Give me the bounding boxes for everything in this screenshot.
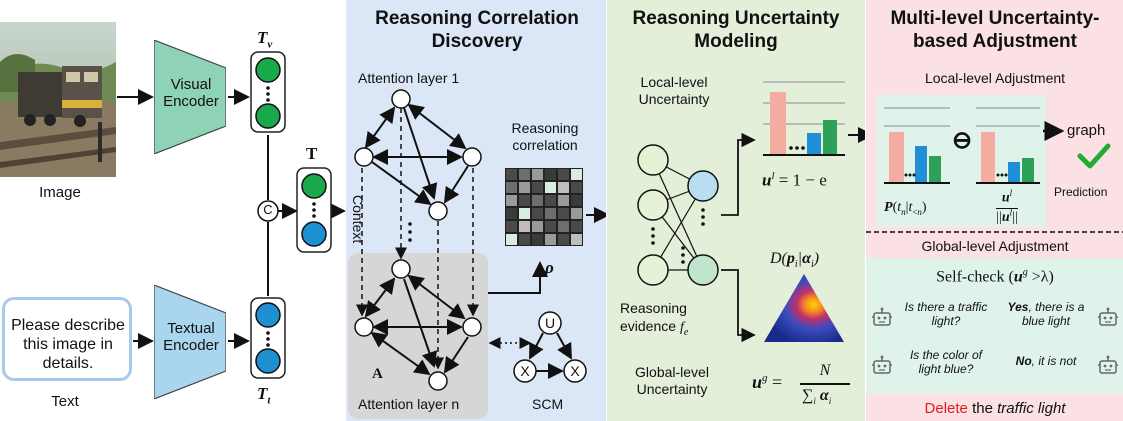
t-label: T xyxy=(306,144,318,163)
matrix-cell xyxy=(571,221,582,232)
ul-normalized-formula: ul ||ul|| xyxy=(996,188,1018,225)
input-image xyxy=(0,22,116,177)
dirichlet-label: D(pi|αi) xyxy=(770,250,820,271)
evidence-network xyxy=(637,81,865,343)
visual-encoder-label: Visual Encoder xyxy=(163,76,219,111)
matrix-cell xyxy=(545,208,556,219)
matrix-cell xyxy=(571,234,582,245)
matrix-cell xyxy=(506,195,517,206)
scm-label: SCM xyxy=(532,396,564,412)
matrix-cell xyxy=(545,182,556,193)
attention-layer-1-label: Attention layer 1 xyxy=(358,70,460,86)
textual-encoder xyxy=(154,285,226,399)
robot-icon xyxy=(872,355,892,374)
ug-formula: ug = xyxy=(752,372,783,392)
matrix-cell xyxy=(532,221,543,232)
matrix-cell xyxy=(558,221,569,232)
visual-encoder xyxy=(154,40,226,154)
matrix-cell xyxy=(506,169,517,180)
matrix-cell xyxy=(532,182,543,193)
matrix-cell xyxy=(558,195,569,206)
matrix-cell xyxy=(519,195,530,206)
robot-icon xyxy=(1098,355,1118,374)
matrix-cell xyxy=(558,234,569,245)
delete-result: Delete the traffic light xyxy=(924,400,1066,417)
tv-label: Tv xyxy=(257,28,273,51)
matrix-cell xyxy=(545,221,556,232)
discovery-title: Reasoning Correlation Discovery xyxy=(375,8,579,52)
graph-token: graph xyxy=(1067,122,1106,139)
global-uncertainty-label: Global-level Uncertainty xyxy=(635,364,709,397)
matrix-cell xyxy=(506,208,517,219)
text-label: Text xyxy=(51,393,79,410)
matrix-cell xyxy=(571,182,582,193)
global-adjustment-label: Global-level Adjustment xyxy=(921,238,1069,254)
question-1: Is there a traffic light? xyxy=(904,300,988,329)
reasoning-correlation-label: Reasoning correlation xyxy=(511,120,579,153)
matrix-cell xyxy=(519,169,530,180)
attention-graph xyxy=(354,89,606,391)
tt-label: Tt xyxy=(257,384,271,407)
local-uncertainty-label: Local-level Uncertainty xyxy=(638,74,710,107)
ug-formula-denominator: ∑i αi xyxy=(802,387,832,407)
matrix-cell xyxy=(571,169,582,180)
scm-node-u: U xyxy=(544,315,556,331)
ug-formula-numerator: N xyxy=(819,362,831,379)
prediction-label: Prediction xyxy=(1054,185,1108,199)
textual-encoder-label: Textual Encoder xyxy=(163,320,219,355)
attention-layer-n-label: Attention layer n xyxy=(358,396,460,412)
matrix-cell xyxy=(532,195,543,206)
matrix-cell xyxy=(506,221,517,232)
answer-1: Yes, there is a blue light xyxy=(1007,300,1085,329)
matrix-cell xyxy=(532,234,543,245)
prompt-text: Please describe this image in details. xyxy=(11,317,125,372)
matrix-cell xyxy=(571,195,582,206)
rho-label: ρ xyxy=(545,258,554,277)
robot-icon xyxy=(872,307,892,326)
adjust-title: Multi-level Uncertainty-based Adjustment xyxy=(890,8,1100,52)
local-adjustment-label: Local-level Adjustment xyxy=(924,70,1066,86)
prompt-text-box xyxy=(2,297,132,381)
matrix-cell xyxy=(506,234,517,245)
ug-fraction-bar xyxy=(800,383,850,385)
matrix-cell xyxy=(545,234,556,245)
local-adjust-graphic xyxy=(866,107,1123,233)
matrix-cell xyxy=(519,221,530,232)
self-check-box xyxy=(866,258,1123,394)
robot-icon xyxy=(1098,307,1118,326)
local-adjust-box xyxy=(876,95,1046,227)
matrix-cell xyxy=(558,208,569,219)
matrix-cell xyxy=(545,169,556,180)
question-2: Is the color of light blue? xyxy=(909,348,983,377)
matrix-cell xyxy=(519,182,530,193)
concat-symbol: C xyxy=(263,202,273,217)
image-label: Image xyxy=(39,184,81,201)
self-check-label: Self-check (ug >λ) xyxy=(936,267,1054,286)
matrix-cell xyxy=(519,208,530,219)
matrix-cell xyxy=(558,169,569,180)
answer-2: No, it is not xyxy=(1015,354,1077,368)
p-formula: P(tn|t<n) xyxy=(884,200,927,217)
matrix-cell xyxy=(571,208,582,219)
scm-node-x2: X xyxy=(570,363,580,379)
matrix-cell xyxy=(506,182,517,193)
input-connectors xyxy=(117,51,346,379)
matrix-cell xyxy=(532,169,543,180)
matrix-cell xyxy=(545,195,556,206)
minus-operator: ⊖ xyxy=(952,127,973,154)
matrix-cell xyxy=(532,208,543,219)
correlation-matrix xyxy=(505,168,583,246)
matrix-cell xyxy=(558,182,569,193)
uncertainty-title: Reasoning Uncertainty Modeling xyxy=(632,8,840,52)
dirichlet-simplex xyxy=(764,274,844,342)
matrix-cell xyxy=(519,234,530,245)
ul-formula: ul = 1 − e xyxy=(762,170,827,190)
scm-node-x1: X xyxy=(520,363,530,379)
